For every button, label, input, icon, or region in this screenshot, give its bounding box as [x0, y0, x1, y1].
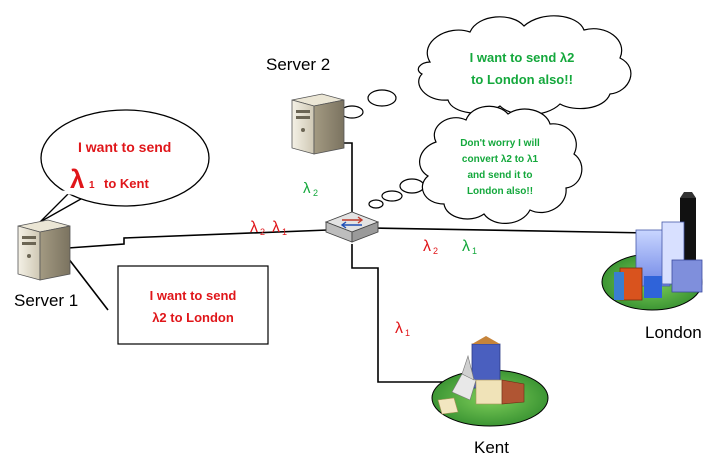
- server1-speech-sub: 1: [89, 180, 95, 191]
- lambda-subscript: 2: [313, 188, 318, 198]
- server1-icon[interactable]: [17, 219, 71, 281]
- server1-note-box: I want to send λ2 to London: [117, 265, 269, 345]
- switch-thought-line3: and send it to: [468, 170, 533, 181]
- link-switch-kent: [351, 244, 455, 383]
- lambda-server1-link-a: λ 2: [250, 219, 265, 237]
- server2-thought-line2: to London also!!: [471, 72, 573, 87]
- lambda-kent-link: λ 1: [395, 320, 410, 338]
- link-server2-switch: [323, 142, 353, 214]
- lambda-symbol: λ: [272, 219, 280, 236]
- link-switch-london: [371, 227, 651, 234]
- lambda-london-link-a: λ 2: [423, 238, 438, 256]
- lambda-server1-link-b: λ 1: [272, 219, 287, 237]
- lambda-subscript: 1: [405, 328, 410, 338]
- switch-icon[interactable]: [324, 211, 380, 243]
- link-server1-switch: [67, 229, 329, 249]
- server1-speech-lambda: λ: [70, 164, 85, 194]
- server1-box-line1: I want to send: [150, 288, 237, 303]
- lambda-symbol: λ: [423, 238, 431, 255]
- server1-box-line2: λ2 to London: [152, 310, 234, 325]
- london-city-icon[interactable]: [601, 192, 703, 311]
- lambda-symbol: λ: [462, 238, 470, 255]
- server1-speech-line2: to Kent: [104, 176, 149, 191]
- switch-thought-line2: convert λ2 to λ1: [462, 154, 539, 165]
- lambda-london-link-b: λ 1: [462, 238, 477, 256]
- lambda-symbol: λ: [395, 320, 403, 337]
- switch-thought-line1: Don't worry I will: [460, 138, 540, 149]
- switch-thought-line4: London also!!: [467, 186, 533, 197]
- lambda-symbol: λ: [250, 219, 258, 236]
- lambda-server2-link: λ 2: [303, 180, 318, 198]
- lambda-subscript: 2: [260, 227, 265, 237]
- server2-icon[interactable]: [291, 93, 345, 155]
- lambda-subscript: 1: [282, 227, 287, 237]
- server2-thought-cloud: [319, 15, 632, 136]
- lambda-subscript: 2: [433, 246, 438, 256]
- server2-thought-line1: I want to send λ2: [470, 50, 575, 65]
- kent-label: Kent: [474, 438, 509, 457]
- lambda-symbol: λ: [303, 180, 311, 197]
- server1-label: Server 1: [14, 291, 78, 310]
- link-server1-box: [67, 257, 109, 311]
- switch-thought-cloud: [368, 105, 583, 224]
- server2-label: Server 2: [266, 55, 330, 74]
- kent-town-icon[interactable]: [431, 336, 549, 427]
- server1-speech-bubble: I want to send λ 1 to Kent: [39, 109, 210, 223]
- lambda-subscript: 1: [472, 246, 477, 256]
- london-label: London: [645, 323, 702, 342]
- server1-speech-line1: I want to send: [78, 139, 171, 155]
